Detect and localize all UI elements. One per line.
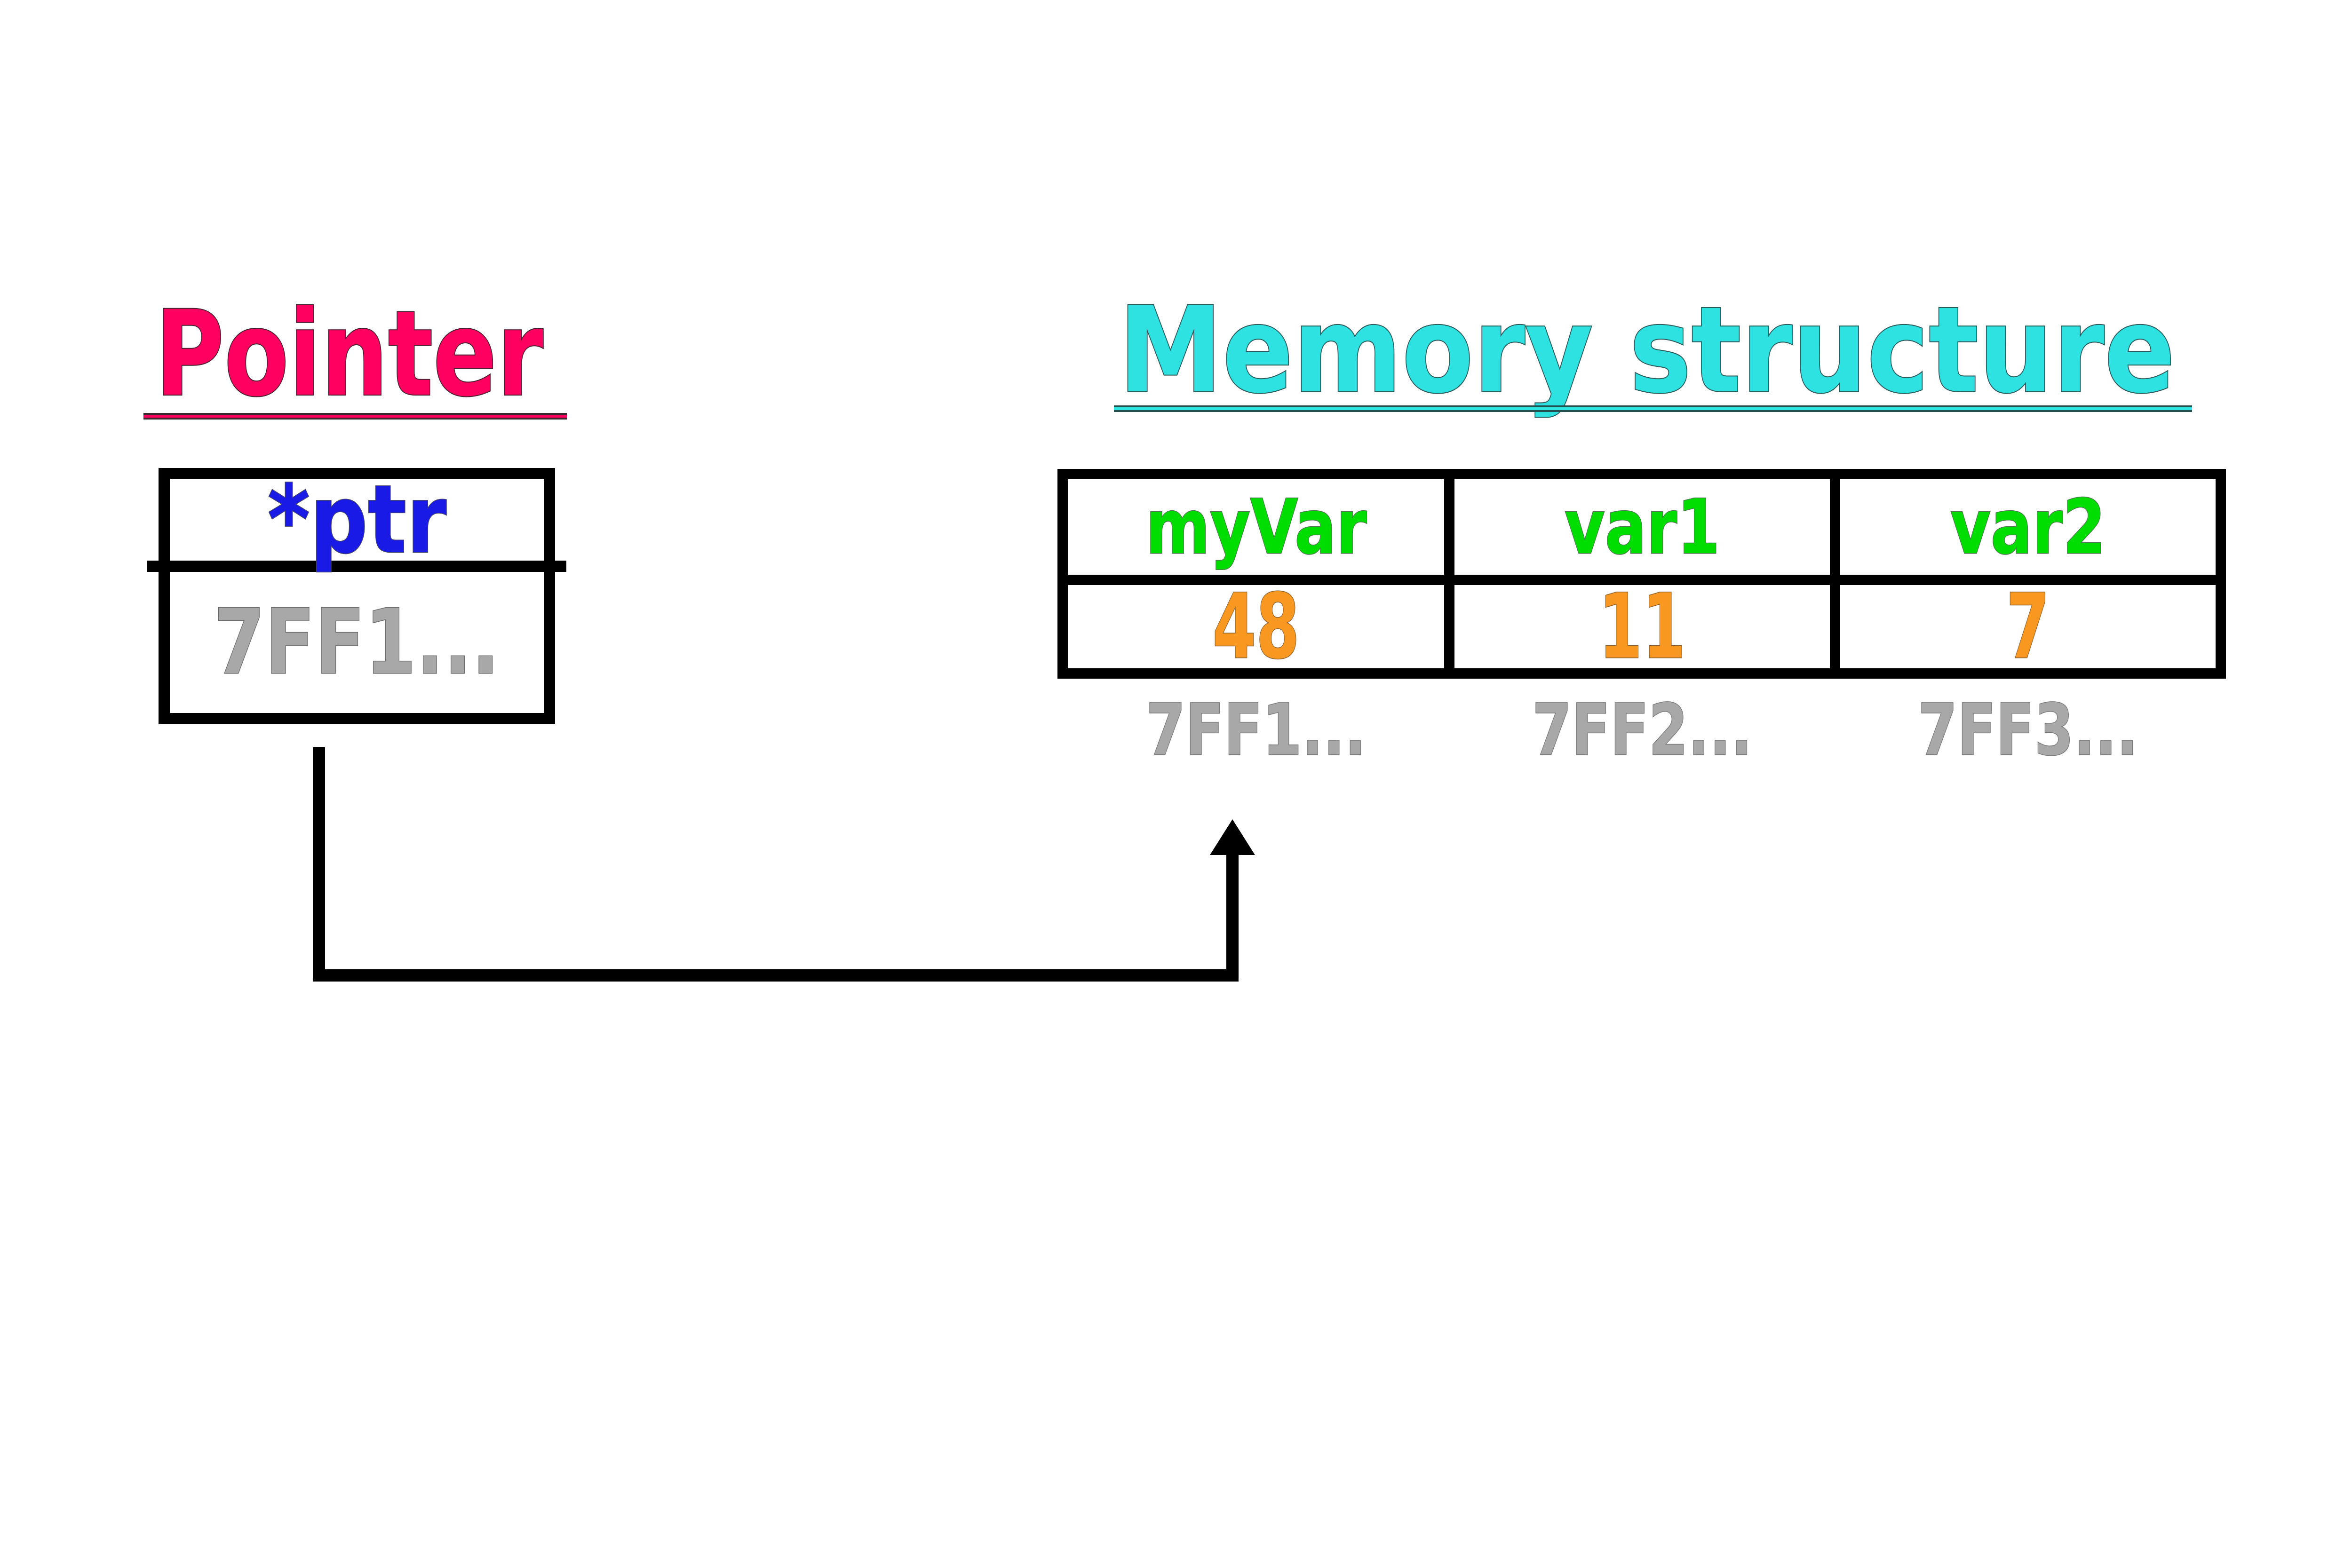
memory-header-cell-var2: var2 [1840,479,2216,575]
memory-variable-value: 7 [2006,574,2050,679]
arrow-path [313,747,1239,982]
memory-column-divider-2 [1830,469,1840,679]
pointer-box [159,468,555,724]
memory-header-cell-var1: var1 [1454,479,1830,575]
pointer-section-title: Pointer [154,285,544,422]
memory-address-label-var2: 7FF3... [1840,690,2216,770]
memory-value-cell-var1: 11 [1454,581,1830,672]
pointer-name-label: *ptr [267,465,447,575]
pointer-title-underline [143,413,567,420]
memory-variable-name: var2 [1950,483,2106,571]
pointer-address-cell: 7FF1... [170,572,544,713]
pointer-address-value: 7FF1... [214,590,501,694]
pointer-name-cell: *ptr [170,472,544,568]
memory-column-divider-1 [1444,469,1454,679]
arrow-head-icon [1210,819,1255,855]
memory-address-text: 7FF3... [1917,689,2138,771]
memory-value-cell-var2: 7 [1840,581,2216,672]
memory-address-text: 7FF2... [1532,689,1753,771]
memory-row-divider [1057,575,2226,585]
memory-variable-name: myVar [1145,483,1367,571]
memory-variable-name: var1 [1564,483,1721,571]
memory-section-title: Memory structure [1118,282,2176,420]
memory-address-label-var1: 7FF2... [1454,690,1830,770]
memory-variable-value: 11 [1598,574,1686,679]
memory-address-text: 7FF1... [1145,689,1367,771]
memory-value-cell-myvar: 48 [1068,581,1444,672]
pointer-box-row-divider [147,561,566,572]
memory-header-cell-myvar: myVar [1068,479,1444,575]
memory-variable-value: 48 [1212,574,1300,679]
memory-title-underline [1114,405,2192,412]
memory-table [1057,469,2226,679]
memory-address-label-myvar: 7FF1... [1068,690,1444,770]
